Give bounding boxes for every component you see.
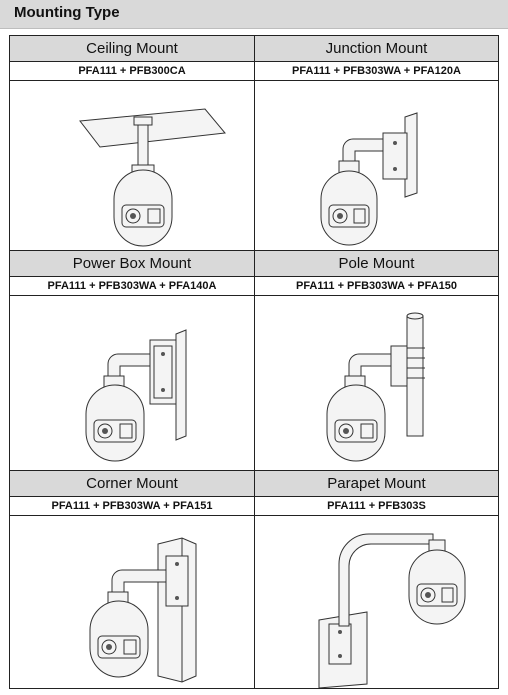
- mount-model: PFA111 + PFB303WA + PFA150: [255, 277, 498, 296]
- mount-model: PFA111 + PFB303S: [255, 497, 498, 516]
- mount-title: Corner Mount: [10, 471, 254, 497]
- junction-mount-cell: Junction Mount PFA111 + PFB303WA + PFA12…: [255, 36, 498, 250]
- power-box-mount-illustration: [10, 296, 254, 470]
- section-header: Mounting Type: [0, 0, 508, 29]
- mount-model: PFA111 + PFB300CA: [10, 62, 254, 81]
- mounting-type-table: Ceiling Mount PFA111 + PFB303WA + PFA120…: [9, 35, 499, 689]
- row-divider: [10, 470, 498, 471]
- mount-model: PFA111 + PFB303WA + PFA120A: [255, 62, 498, 81]
- mount-title: Parapet Mount: [255, 471, 498, 497]
- parapet-mount-cell: Parapet Mount PFA111 + PFB303S: [255, 471, 498, 688]
- pole-mount-cell: Pole Mount PFA111 + PFB303WA + PFA150: [255, 251, 498, 470]
- mount-title: Power Box Mount: [10, 251, 254, 277]
- corner-mount-cell: Corner Mount PFA111 + PFB303WA + PFA151: [10, 471, 254, 688]
- mount-model: PFA111 + PFB303WA + PFA140A: [10, 277, 254, 296]
- pole-mount-illustration: [255, 296, 498, 470]
- row-divider: [10, 250, 498, 251]
- mount-title: Pole Mount: [255, 251, 498, 277]
- mount-title: Junction Mount: [255, 36, 498, 62]
- power-box-mount-cell: Power Box Mount PFA111 + PFB303WA + PFA1…: [10, 251, 254, 470]
- ceiling-mount-cell: Ceiling Mount PFA111 + PFB303WA + PFA120…: [10, 36, 254, 250]
- column-divider: [254, 36, 255, 688]
- section-title: Mounting Type: [14, 4, 120, 21]
- junction-mount-illustration: [255, 81, 498, 249]
- mount-title: Ceiling Mount: [10, 36, 254, 62]
- ceiling-mount-illustration: [10, 81, 254, 249]
- parapet-mount-illustration: [255, 516, 498, 688]
- mount-model: PFA111 + PFB303WA + PFA151: [10, 497, 254, 516]
- corner-mount-illustration: [10, 516, 254, 688]
